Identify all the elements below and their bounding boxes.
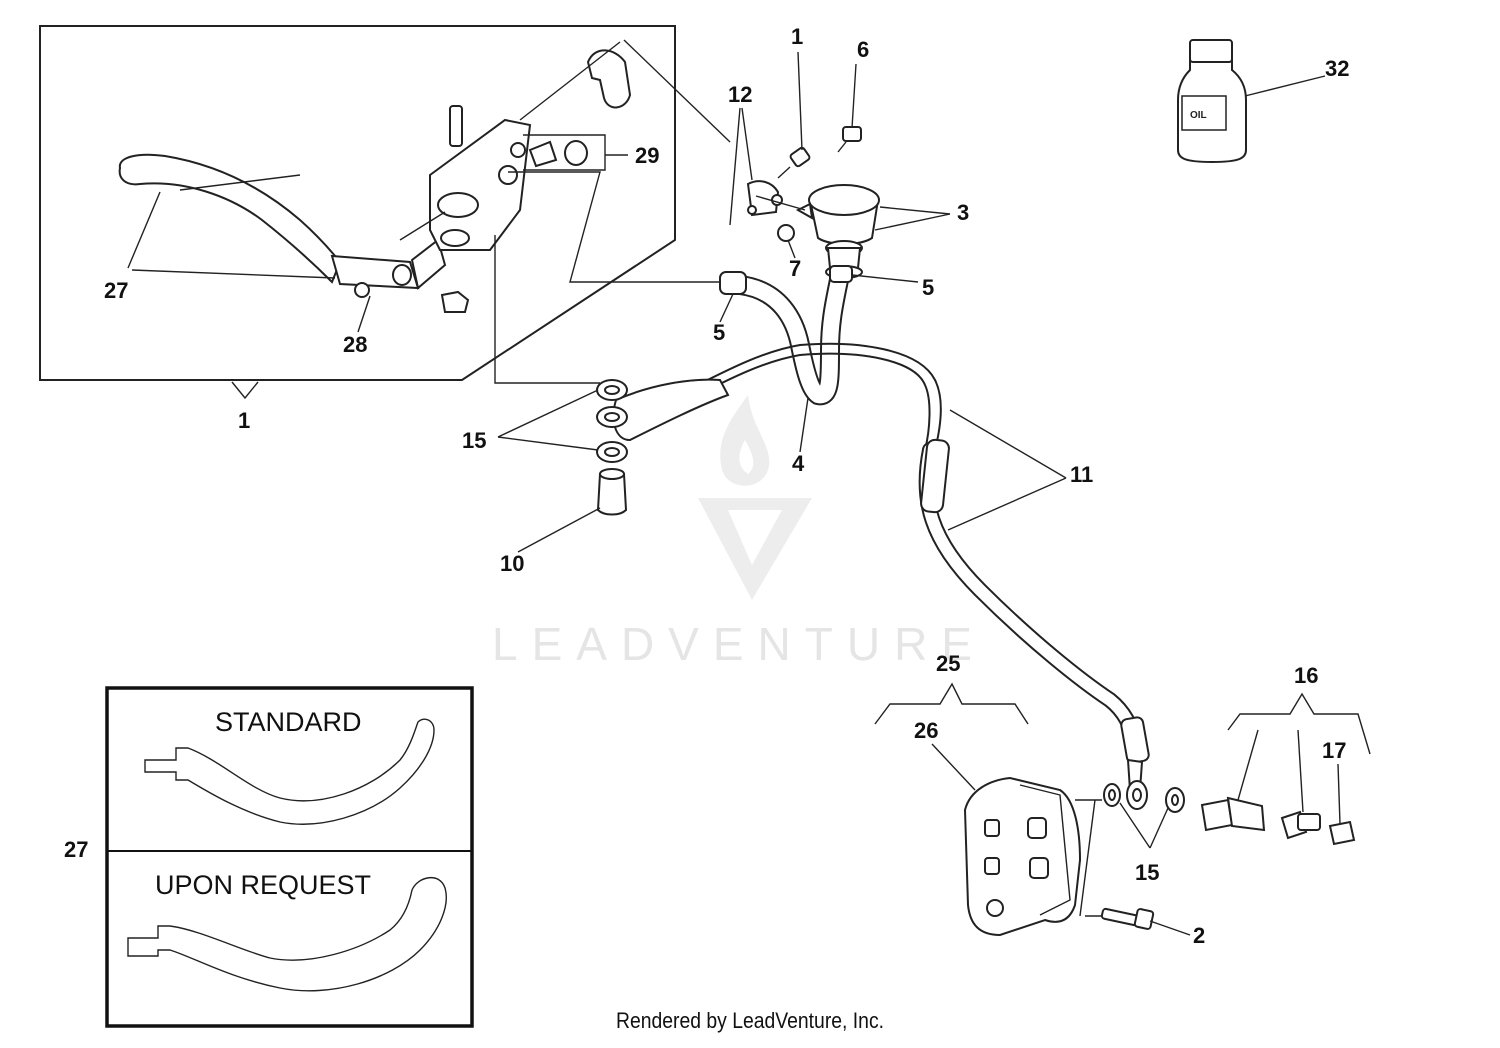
brake-lever: [118, 153, 447, 298]
callout-4: 4: [792, 451, 805, 476]
part-29-pin: [528, 140, 588, 168]
callout-26: 26: [914, 718, 938, 743]
caliper-bolt-2: [1100, 907, 1155, 930]
brake-line: [612, 342, 1150, 791]
callout-3: 3: [957, 200, 969, 225]
washers-15-bottom: [1103, 780, 1185, 813]
lever-options-box: STANDARD UPON REQUEST: [105, 686, 474, 1028]
standard-lever-outline: [144, 718, 435, 825]
callout-15-bottom: 15: [1135, 860, 1159, 885]
callout-5-right: 5: [922, 275, 934, 300]
master-cylinder: [399, 49, 632, 313]
callout-6: 6: [857, 37, 869, 62]
reservoir-hose: [719, 265, 853, 406]
callout-29: 29: [635, 143, 659, 168]
brake-caliper: [963, 776, 1082, 937]
callout-5-left: 5: [713, 320, 725, 345]
callout-32: 32: [1325, 56, 1349, 81]
bracket-25: [874, 682, 1029, 725]
nut-7: [777, 224, 795, 242]
leader-clamp: [623, 39, 731, 143]
callout-27-top: 27: [104, 278, 128, 303]
callout-7: 7: [789, 256, 801, 281]
leader-lines: [127, 51, 1341, 936]
bleeder-kit-16: [1200, 796, 1321, 840]
request-lever-outline: [127, 877, 447, 992]
bracket-16: [1227, 692, 1371, 755]
callout-15-top: 15: [462, 428, 486, 453]
leader-bracket: [755, 195, 806, 211]
bleeder-cap-17: [1328, 820, 1356, 846]
callout-28: 28: [343, 332, 367, 357]
washers-15-top: [596, 379, 628, 463]
callout-10: 10: [500, 551, 524, 576]
callout-17: 17: [1322, 738, 1346, 763]
leader-cylinder-to-15: [494, 235, 600, 384]
upon-request-label: UPON REQUEST: [155, 870, 371, 900]
footer-credit: Rendered by LeadVenture, Inc.: [615, 1008, 885, 1033]
leader-29-to-5: [508, 171, 720, 283]
callout-25: 25: [936, 651, 960, 676]
group-box-pointer: [231, 381, 259, 400]
oil-bottle-label: OIL: [1190, 110, 1207, 121]
oil-bottle: OIL: [1177, 39, 1247, 164]
callout-1-top: 1: [791, 24, 803, 49]
callout-2: 2: [1193, 923, 1205, 948]
callout-12: 12: [728, 82, 752, 107]
watermark-logo-icon: [698, 395, 812, 600]
reservoir: [808, 184, 880, 279]
callout-1-box: 1: [238, 408, 250, 433]
leader-clamp-2: [519, 41, 621, 121]
group-box-item-1: [39, 25, 676, 381]
standard-label: STANDARD: [215, 707, 362, 737]
callout-16: 16: [1294, 663, 1318, 688]
reservoir-tab: [795, 202, 814, 220]
screw-1: [777, 146, 811, 179]
banjo-bolt-10: [596, 468, 628, 516]
callout-11: 11: [1070, 462, 1093, 487]
bracket-29: [523, 134, 606, 171]
screw-6: [837, 126, 862, 153]
watermark-text: LEADVENTURE: [492, 618, 986, 670]
callout-27-box: 27: [64, 837, 88, 862]
